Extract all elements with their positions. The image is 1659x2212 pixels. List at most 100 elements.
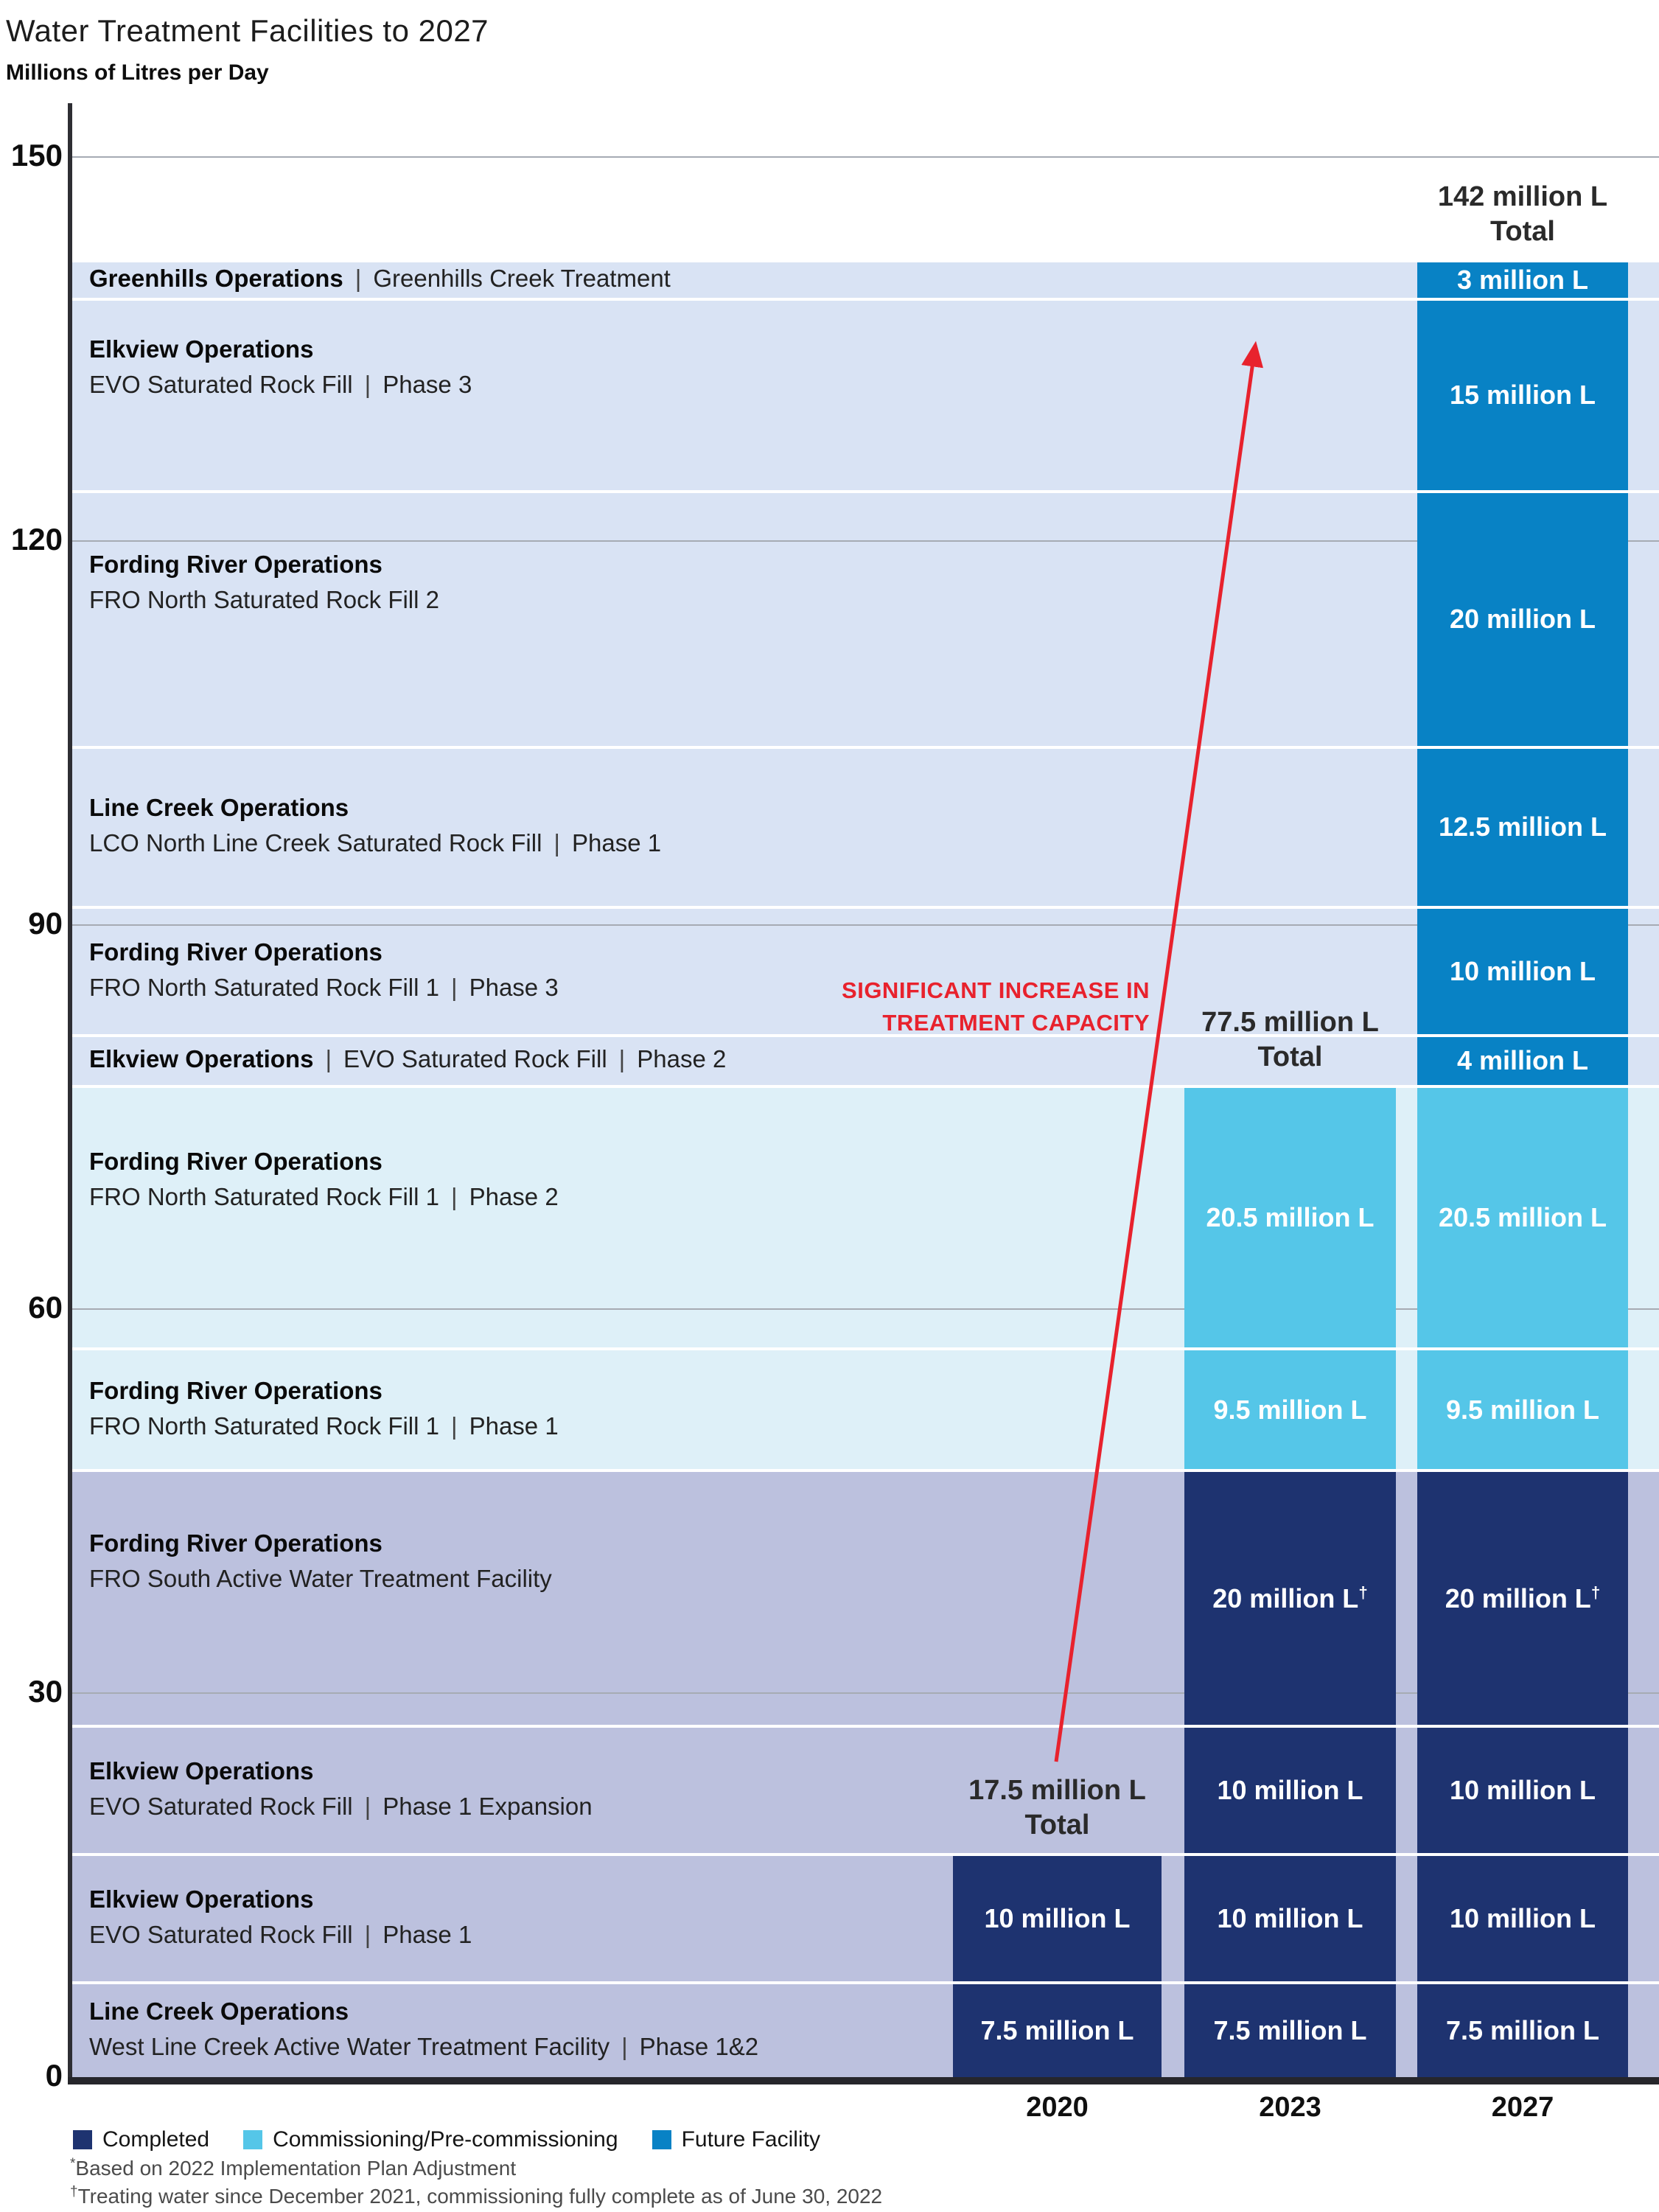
facility-detail: Greenhills Creek Treatment [373, 264, 671, 292]
legend-item: Commissioning/Pre-commissioning [243, 2127, 618, 2152]
footnote: †Treating water since December 2021, com… [70, 2184, 883, 2208]
pipe-separator: | [354, 264, 362, 292]
facility-detail-line: FRO North Saturated Rock Fill 1|Phase 1 [89, 1409, 559, 1444]
facility-detail: Phase 1 [469, 1412, 559, 1440]
footnote-marker: * [70, 2156, 76, 2171]
facility-band [72, 489, 1659, 746]
operation-name: Fording River Operations [89, 938, 383, 966]
chart-subtitle: Millions of Litres per Day [6, 60, 269, 85]
facility-band [72, 1033, 1659, 1086]
facility-detail: FRO North Saturated Rock Fill 1 [89, 1412, 439, 1440]
bar-segment: 7.5 million L [1184, 1981, 1396, 2077]
bar-segment: 20 million L† [1417, 1469, 1628, 1726]
gridline [72, 540, 1659, 542]
facility-detail-line: FRO South Active Water Treatment Facilit… [89, 1561, 552, 1597]
bar-segment-label: 3 million L [1456, 264, 1588, 295]
facility-band [72, 298, 1659, 490]
footnote-marker: † [70, 2184, 78, 2199]
total-caption: Total [1490, 215, 1555, 247]
operation-name: Fording River Operations [89, 1376, 383, 1404]
total-caption: Total [1024, 1810, 1090, 1841]
operation-name: Elkview Operations [89, 1757, 314, 1785]
bar-segment-label: 20.5 million L [1206, 1202, 1375, 1233]
gridline [72, 1692, 1659, 1694]
bar-segment-label: 9.5 million L [1213, 1394, 1367, 1425]
annotation-line: SIGNIFICANT INCREASE IN [842, 977, 1150, 1003]
bar-segment-label: 7.5 million L [1445, 2014, 1600, 2045]
operation-name: Fording River Operations [89, 1529, 383, 1557]
y-tick-label: 30 [28, 1673, 63, 1709]
legend-swatch-future [652, 2130, 671, 2149]
facility-detail: Phase 1 [383, 1920, 472, 1948]
pipe-separator: | [364, 1920, 371, 1948]
pipe-separator: | [364, 1793, 371, 1821]
bar-segment-label: 9.5 million L [1445, 1394, 1600, 1425]
chart-title: Water Treatment Facilities to 2027 [6, 13, 489, 48]
bar-segment: 7.5 million L [953, 1981, 1162, 2077]
bar-segment-label: 20 million L† [1445, 1583, 1601, 1613]
facility-detail-line: FRO North Saturated Rock Fill 1|Phase 3 [89, 970, 559, 1005]
operation-name: Elkview Operations [89, 1885, 314, 1913]
bar-segment: 15 million L [1417, 298, 1628, 490]
legend-swatch-completed [73, 2130, 92, 2149]
pipe-separator: | [325, 1045, 332, 1073]
facility-detail-line: EVO Saturated Rock Fill|Phase 3 [89, 367, 472, 402]
bar-segment-label: 10 million L [984, 1902, 1131, 1933]
facility-detail-line: EVO Saturated Rock Fill|Phase 1 Expansio… [89, 1789, 593, 1824]
legend-item: Future Facility [652, 2127, 820, 2152]
pipe-separator: | [364, 370, 371, 398]
bar-segment-label: 20 million L† [1212, 1583, 1368, 1613]
gridline [72, 924, 1659, 926]
bar-segment-label: 7.5 million L [1213, 2014, 1367, 2045]
y-tick-label: 0 [45, 2058, 63, 2093]
bar-segment: 10 million L [1417, 1725, 1628, 1854]
gridline [72, 1308, 1659, 1310]
legend-swatch-commissioning [243, 2130, 263, 2149]
total-value: 77.5 million L [1201, 1007, 1379, 1039]
bar-segment: 9.5 million L [1417, 1347, 1628, 1470]
bar-segment: 3 million L [1417, 259, 1628, 299]
operation-name: Fording River Operations [89, 1148, 383, 1176]
facility-detail: Phase 1 [572, 829, 662, 857]
y-tick-label: 90 [28, 905, 63, 941]
facility-detail-line: EVO Saturated Rock Fill|Phase 1 [89, 1917, 472, 1953]
bar-segment-label: 7.5 million L [980, 2014, 1134, 2045]
operation-name: Line Creek Operations [89, 1997, 349, 2025]
operation-name: Fording River Operations [89, 550, 383, 578]
legend-label: Completed [102, 2127, 210, 2152]
bar-segment-label: 15 million L [1449, 380, 1596, 411]
facility-detail: FRO North Saturated Rock Fill 1 [89, 973, 439, 1001]
x-axis-label: 2020 [1026, 2092, 1089, 2123]
y-tick-label: 120 [10, 521, 63, 557]
pipe-separator: | [451, 1183, 458, 1211]
legend: Completed Commissioning/Pre-commissioning… [73, 2127, 820, 2152]
bar-segment: 10 million L [1417, 905, 1628, 1034]
facility-detail-line: FRO North Saturated Rock Fill 2 [89, 582, 439, 618]
bar-segment: 10 million L [953, 1853, 1162, 1981]
x-axis-line [68, 2077, 1659, 2084]
x-axis-label: 2027 [1491, 2092, 1554, 2123]
bar-segment-label: 10 million L [1217, 1902, 1363, 1933]
bar-segment-label: 4 million L [1456, 1045, 1588, 1076]
operation-name: Elkview Operations [89, 335, 314, 363]
facility-detail: FRO North Saturated Rock Fill 2 [89, 585, 439, 613]
facility-label: Elkview Operations|EVO Saturated Rock Fi… [89, 1042, 726, 1077]
operation-name: Line Creek Operations [89, 794, 349, 822]
bar-segment: 9.5 million L [1184, 1347, 1396, 1470]
operation-name: Elkview Operations [89, 1045, 314, 1073]
facility-detail: Phase 2 [637, 1045, 727, 1073]
total-value: 17.5 million L [968, 1775, 1146, 1807]
facility-band [72, 905, 1659, 1034]
dagger-superscript: † [1590, 1583, 1601, 1602]
facility-detail: Phase 1&2 [639, 2032, 759, 2060]
